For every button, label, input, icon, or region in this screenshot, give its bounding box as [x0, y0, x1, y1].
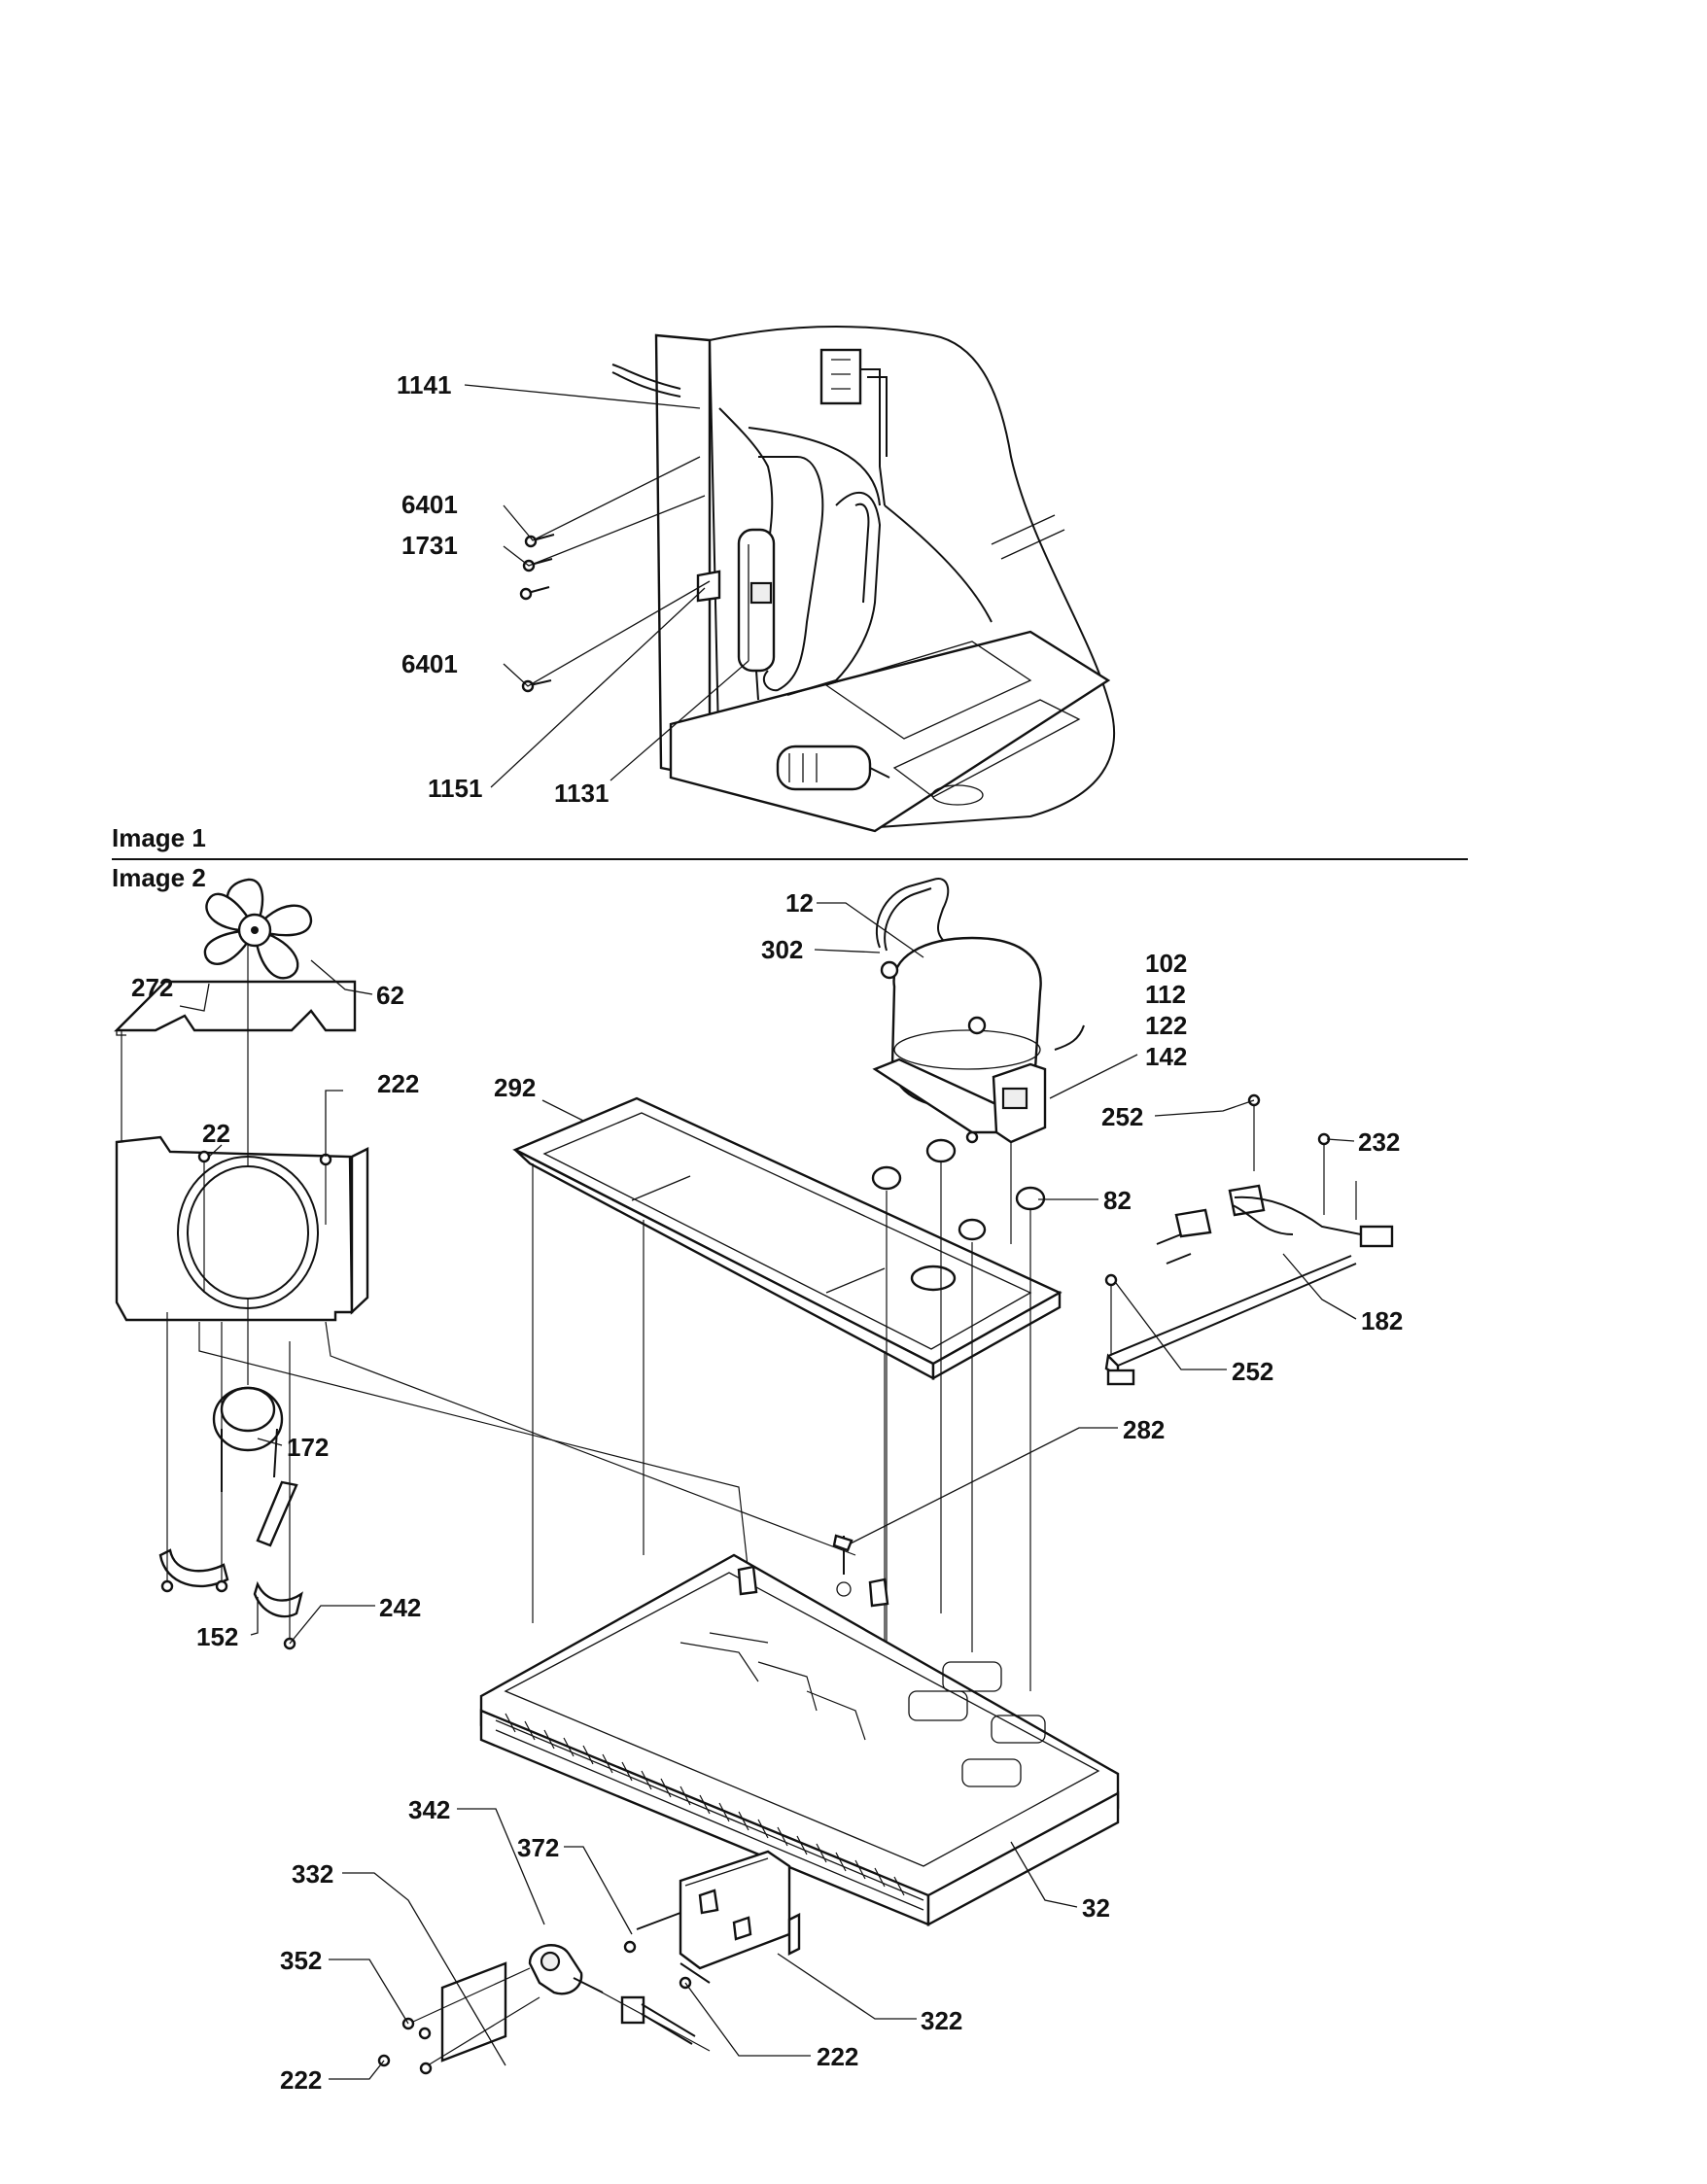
image2-label: Image 2	[112, 863, 206, 892]
image2-fan-assembly	[114, 878, 856, 1650]
image1-leader-lines	[464, 384, 749, 788]
callout-32: 32	[1082, 1893, 1110, 1923]
callout-282: 282	[1123, 1415, 1165, 1444]
callout-182: 182	[1361, 1306, 1403, 1335]
callout-112: 112	[1145, 980, 1186, 1009]
callout-labels: 1141 6401 1731 6401 1151 1131 12 302 102…	[131, 370, 1403, 2095]
callout-1141: 1141	[397, 370, 451, 399]
image2-control-assembly	[377, 1850, 801, 2075]
callout-292: 292	[494, 1073, 536, 1102]
callout-232: 232	[1358, 1127, 1400, 1157]
image2-base-condenser	[479, 1534, 1120, 1927]
condenser-coil-drawing	[495, 1632, 924, 1911]
callout-172: 172	[287, 1433, 329, 1462]
callout-342: 342	[408, 1795, 450, 1824]
callout-302: 302	[761, 935, 803, 964]
callout-102: 102	[1145, 949, 1187, 978]
image2-drain-pan	[512, 1096, 1063, 1769]
callout-6401-lower: 6401	[401, 649, 458, 678]
callout-222-top: 222	[377, 1069, 419, 1098]
callout-272: 272	[131, 973, 173, 1002]
callout-1151: 1151	[428, 774, 482, 803]
callout-12: 12	[785, 888, 814, 918]
image1-label: Image 1	[112, 823, 206, 852]
callout-1131: 1131	[554, 779, 609, 808]
callout-222-bottom: 222	[280, 2065, 322, 2095]
callout-242: 242	[379, 1593, 421, 1622]
callout-252-top: 252	[1101, 1102, 1143, 1131]
image2-compressor	[871, 878, 1085, 1691]
callout-6401-upper: 6401	[401, 490, 458, 519]
callout-142: 142	[1145, 1042, 1187, 1071]
callout-222-right: 222	[817, 2042, 858, 2071]
callout-22: 22	[202, 1119, 230, 1148]
callout-252-mid: 252	[1232, 1357, 1273, 1386]
callout-62: 62	[376, 981, 404, 1010]
callout-1731: 1731	[401, 531, 458, 560]
image1-compartment-drawing	[519, 325, 1116, 833]
callout-322: 322	[921, 2006, 962, 2035]
image2-wiring-harness	[1104, 1093, 1394, 1386]
callout-372: 372	[517, 1833, 559, 1862]
callout-152: 152	[196, 1622, 238, 1651]
callout-82: 82	[1103, 1186, 1132, 1215]
fan-blade-drawing	[203, 878, 313, 980]
callout-122: 122	[1145, 1011, 1187, 1040]
callout-332: 332	[292, 1859, 333, 1889]
callout-352: 352	[280, 1946, 322, 1975]
image2-leader-lines	[179, 902, 1357, 2080]
